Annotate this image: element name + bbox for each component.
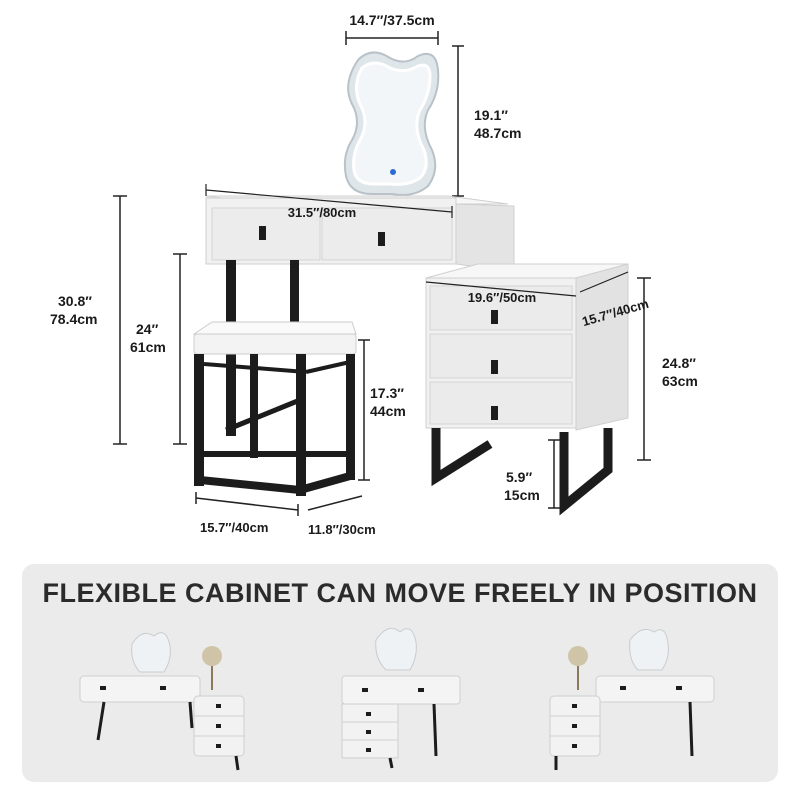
total-height-dimension: 30.8″ 78.4cm bbox=[50, 195, 127, 445]
mirror-width-label: 14.7″/37.5cm bbox=[349, 12, 434, 28]
desk-clearance-in-label: 24″ bbox=[136, 321, 159, 337]
stool-depth-label: 11.8″/30cm bbox=[308, 522, 376, 537]
mirror-height-in-label: 19.1″ bbox=[474, 107, 508, 123]
desk-width-label: 31.5″/80cm bbox=[288, 205, 356, 220]
mirror-width-dimension: 14.7″/37.5cm bbox=[345, 12, 439, 45]
stool-width-label: 15.7″/40cm bbox=[200, 520, 268, 535]
drawer-knob-icon bbox=[491, 406, 498, 420]
configuration-right-offset bbox=[79, 632, 245, 771]
drawer-knob-icon bbox=[259, 226, 266, 240]
stool-height-dimension: 17.3″ 44cm bbox=[358, 339, 406, 481]
leg-height-cm-label: 15cm bbox=[504, 487, 540, 503]
led-mirror bbox=[343, 51, 440, 196]
stool-width-dimension: 15.7″/40cm bbox=[195, 492, 299, 535]
stool-height-cm-label: 44cm bbox=[370, 403, 406, 419]
cabinet-height-dimension: 24.8″ 63cm bbox=[637, 277, 698, 461]
desk-clearance-dimension: 24″ 61cm bbox=[130, 253, 187, 445]
cabinet-width-label: 19.6″/50cm bbox=[468, 290, 536, 305]
touch-button-icon bbox=[390, 169, 396, 175]
total-height-cm-label: 78.4cm bbox=[50, 311, 97, 327]
total-height-in-label: 30.8″ bbox=[58, 293, 92, 309]
stool-height-in-label: 17.3″ bbox=[370, 385, 404, 401]
drawer-knob-icon bbox=[491, 360, 498, 374]
desk-clearance-cm-label: 61cm bbox=[130, 339, 166, 355]
mirror-height-dimension: 19.1″ 48.7cm bbox=[452, 45, 521, 197]
configuration-left-offset bbox=[549, 628, 715, 770]
side-cabinet bbox=[425, 263, 629, 516]
drawer-knob-icon bbox=[378, 232, 385, 246]
banner-title: FLEXIBLE CABINET CAN MOVE FREELY IN POSI… bbox=[42, 578, 757, 608]
stool bbox=[192, 321, 357, 496]
desk-width-dimension: 31.5″/80cm bbox=[205, 184, 453, 220]
leg-height-dimension: 5.9″ 15cm bbox=[504, 439, 560, 509]
configuration-panel: FLEXIBLE CABINET CAN MOVE FREELY IN POSI… bbox=[22, 564, 778, 782]
leg-height-in-label: 5.9″ bbox=[506, 469, 532, 485]
cabinet-height-in-label: 24.8″ bbox=[662, 355, 696, 371]
configuration-stacked bbox=[341, 627, 461, 769]
cabinet-height-cm-label: 63cm bbox=[662, 373, 698, 389]
cabinet-width-dimension: 19.6″/50cm bbox=[425, 281, 577, 305]
drawer-knob-icon bbox=[491, 310, 498, 324]
mirror-height-cm-label: 48.7cm bbox=[474, 125, 521, 141]
stool-depth-dimension: 11.8″/30cm bbox=[307, 495, 376, 537]
